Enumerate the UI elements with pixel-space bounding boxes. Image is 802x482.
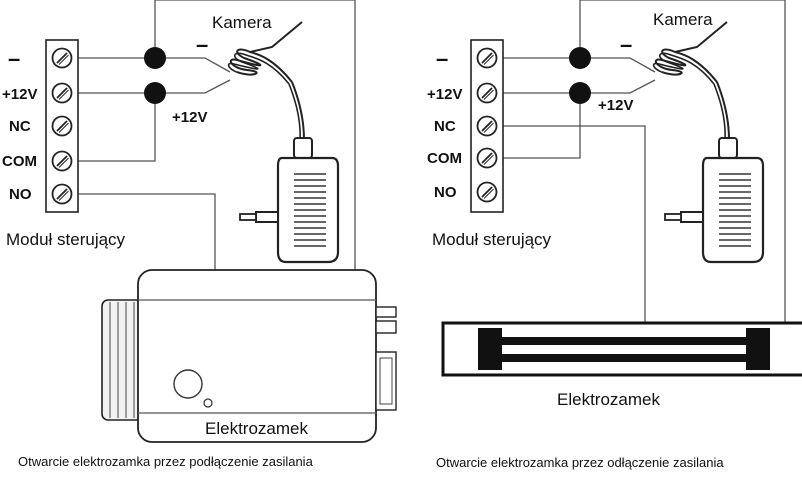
left-camera-plus: +12V xyxy=(172,109,207,126)
right-terminal-com: COM xyxy=(427,150,462,167)
left-camera-minus: – xyxy=(196,32,208,57)
right-terminal-minus: – xyxy=(436,46,448,71)
right-camera-minus: – xyxy=(620,32,632,57)
right-junction-minus xyxy=(569,47,591,69)
left-terminal-no: NO xyxy=(9,186,32,203)
right-lock-label: Elektrozamek xyxy=(557,390,660,409)
left-lock-device xyxy=(101,269,397,443)
left-junction-minus xyxy=(144,47,166,69)
right-camera-plus: +12V xyxy=(598,97,633,114)
right-lock-device xyxy=(441,321,802,377)
left-caption: Otwarcie elektrozamka przez podłączenie … xyxy=(18,454,314,469)
left-lock-label: Elektrozamek xyxy=(205,419,308,438)
right-camera-label: Kamera xyxy=(653,10,713,29)
left-wires xyxy=(76,0,356,272)
left-module-label: Moduł sterujący xyxy=(6,230,126,249)
left-terminal-minus: – xyxy=(8,46,20,71)
left-terminal-com: COM xyxy=(2,153,37,170)
right-terminal-12v: +12V xyxy=(427,86,462,103)
left-power-adapter xyxy=(227,20,340,264)
right-module-label: Moduł sterujący xyxy=(432,230,552,249)
right-power-adapter xyxy=(652,20,765,264)
right-caption: Otwarcie elektrozamka przez odłączenie z… xyxy=(436,455,724,470)
right-terminal-nc: NC xyxy=(434,118,456,135)
right-terminal-no: NO xyxy=(434,184,457,201)
right-junction-plus xyxy=(569,82,591,104)
right-diagram: – +12V NC COM NO Kamera – +12V Moduł ste… xyxy=(427,0,802,470)
left-junction-plus xyxy=(144,82,166,104)
right-wires xyxy=(501,0,786,324)
left-diagram: – +12V NC COM NO Kamera – +12V Moduł ste… xyxy=(2,0,397,469)
left-camera-label: Kamera xyxy=(212,13,272,32)
left-terminal-nc: NC xyxy=(9,118,31,135)
left-terminal-12v: +12V xyxy=(2,86,37,103)
